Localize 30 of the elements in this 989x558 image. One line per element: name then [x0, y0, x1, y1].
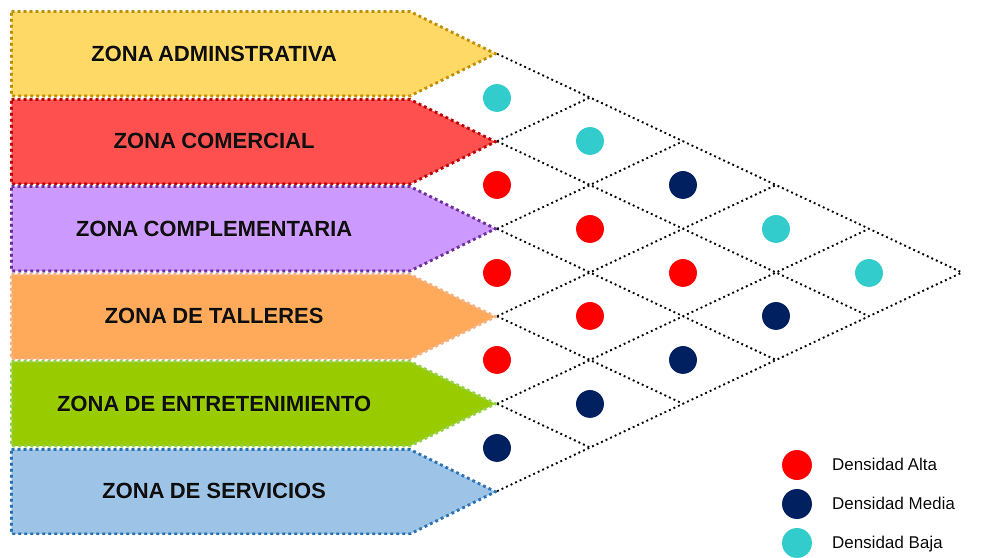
density-dot [483, 171, 511, 199]
density-dot [762, 302, 790, 330]
density-dot [483, 84, 511, 112]
zone-label: ZONA DE ENTRETENIMIENTO [56, 390, 372, 417]
legend-text: Densidad Alta [832, 455, 937, 475]
zone-label: ZONA DE TALLERES [104, 303, 324, 330]
density-dot [669, 258, 697, 286]
zone-label: ZONA COMERCIAL [112, 128, 316, 154]
density-dot [669, 171, 697, 199]
zone-label: ZONA ADMINSTRATIVA [90, 40, 338, 67]
zone-label: ZONA DE SERVICIOS [101, 478, 327, 504]
density-dot [576, 302, 604, 330]
zone-banner [10, 185, 497, 272]
density-dot [855, 258, 883, 286]
zone-label: ZONA COMPLEMENTARIA [74, 216, 354, 242]
density-dot [576, 390, 604, 418]
density-dot [483, 346, 511, 374]
density-dot [576, 214, 604, 243]
density-dot [483, 258, 511, 286]
zone-banner [10, 10, 497, 98]
zone-banner [10, 448, 497, 535]
zone-banner [10, 272, 497, 360]
zone-banner [10, 360, 497, 448]
density-dot [483, 434, 511, 462]
zone-banner [10, 98, 497, 185]
density-dot [576, 127, 604, 156]
legend-text: Densidad Media [832, 494, 955, 514]
legend-text: Densidad Baja [832, 533, 943, 553]
density-dot [762, 214, 790, 243]
density-dot [669, 346, 697, 374]
